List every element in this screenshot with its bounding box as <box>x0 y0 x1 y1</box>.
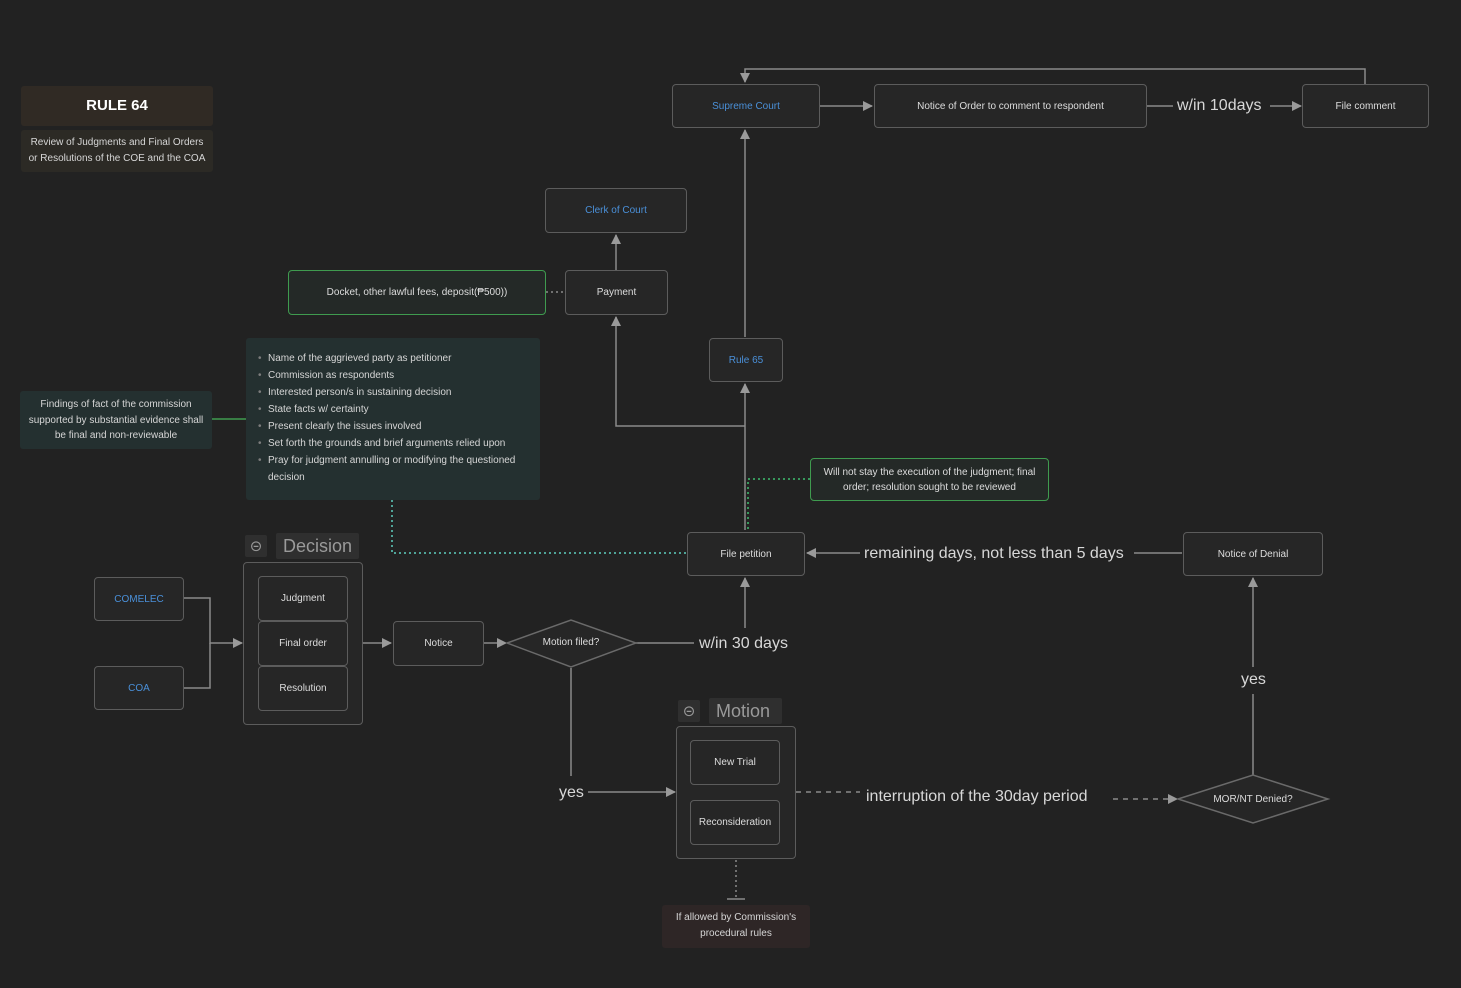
node-supreme-court[interactable]: Supreme Court <box>672 84 820 128</box>
node-notice-of-denial[interactable]: Notice of Denial <box>1183 532 1323 576</box>
node-file-petition[interactable]: File petition <box>687 532 805 576</box>
label-interruption: interruption of the 30day period <box>864 788 1090 806</box>
petition-requirement-item: Set forth the grounds and brief argument… <box>256 435 532 452</box>
label-yes-denied: yes <box>1239 671 1268 689</box>
edge-filecomment-to-supremecourt <box>740 68 1366 84</box>
diamond-mor-nt-denied <box>1175 774 1331 824</box>
edge-comelec-to-decision <box>184 597 243 648</box>
label-yes-motion: yes <box>557 784 586 802</box>
petition-requirement-item: Interested person/s in sustaining decisi… <box>256 384 532 401</box>
petition-requirements-list: Name of the aggrieved party as petitione… <box>246 338 540 500</box>
petition-requirement-item: Present clearly the issues involved <box>256 418 532 435</box>
decision-item-final-order[interactable]: Final order <box>258 621 348 666</box>
diamond-motion-filed <box>504 619 639 668</box>
node-notice-of-order[interactable]: Notice of Order to comment to respondent <box>874 84 1147 128</box>
title-heading: RULE 64 <box>21 86 213 126</box>
petition-requirement-item: Commission as respondents <box>256 367 532 384</box>
decision-group-label: Decision <box>276 533 359 559</box>
node-clerk-of-court[interactable]: Clerk of Court <box>545 188 687 233</box>
node-payment[interactable]: Payment <box>565 270 668 315</box>
motion-item-reconsideration[interactable]: Reconsideration <box>690 800 780 845</box>
edge-requirements-to-filepetition <box>391 500 687 554</box>
label-within-30-days: w/in 30 days <box>697 635 790 653</box>
edge-filepetition-to-payment <box>611 316 745 427</box>
label-remaining-days: remaining days, not less than 5 days <box>862 545 1126 563</box>
motion-item-new-trial[interactable]: New Trial <box>690 740 780 785</box>
petition-requirement-item: Pray for judgment annulling or modifying… <box>256 452 532 486</box>
petition-requirement-item: Name of the aggrieved party as petitione… <box>256 350 532 367</box>
node-comelec[interactable]: COMELEC <box>94 577 184 621</box>
edge-coa-to-decision <box>184 643 211 689</box>
motion-collapse-icon[interactable]: ⊝ <box>678 700 700 722</box>
node-notice[interactable]: Notice <box>393 621 484 666</box>
decision-item-judgment[interactable]: Judgment <box>258 576 348 621</box>
note-findings-of-fact: Findings of fact of the commission suppo… <box>20 391 212 449</box>
petition-requirement-item: State facts w/ certainty <box>256 401 532 418</box>
decision-collapse-icon[interactable]: ⊝ <box>245 535 267 557</box>
motion-group-label: Motion <box>709 698 782 724</box>
diamond-mor-nt-denied-label: MOR/NT Denied? <box>1213 794 1293 805</box>
diamond-motion-filed-label: Motion filed? <box>542 637 600 648</box>
note-if-allowed: If allowed by Commission's procedural ru… <box>662 905 810 948</box>
node-file-comment[interactable]: File comment <box>1302 84 1429 128</box>
edge-willnotstay-to-filepetition <box>747 478 810 530</box>
node-rule-65[interactable]: Rule 65 <box>709 338 783 382</box>
title-subtitle: Review of Judgments and Final Orders or … <box>21 130 213 172</box>
node-will-not-stay[interactable]: Will not stay the execution of the judgm… <box>810 458 1049 501</box>
node-coa[interactable]: COA <box>94 666 184 710</box>
node-docket-fees[interactable]: Docket, other lawful fees, deposit(₱500)… <box>288 270 546 315</box>
label-within-10-days: w/in 10days <box>1175 97 1264 115</box>
decision-item-resolution[interactable]: Resolution <box>258 666 348 711</box>
